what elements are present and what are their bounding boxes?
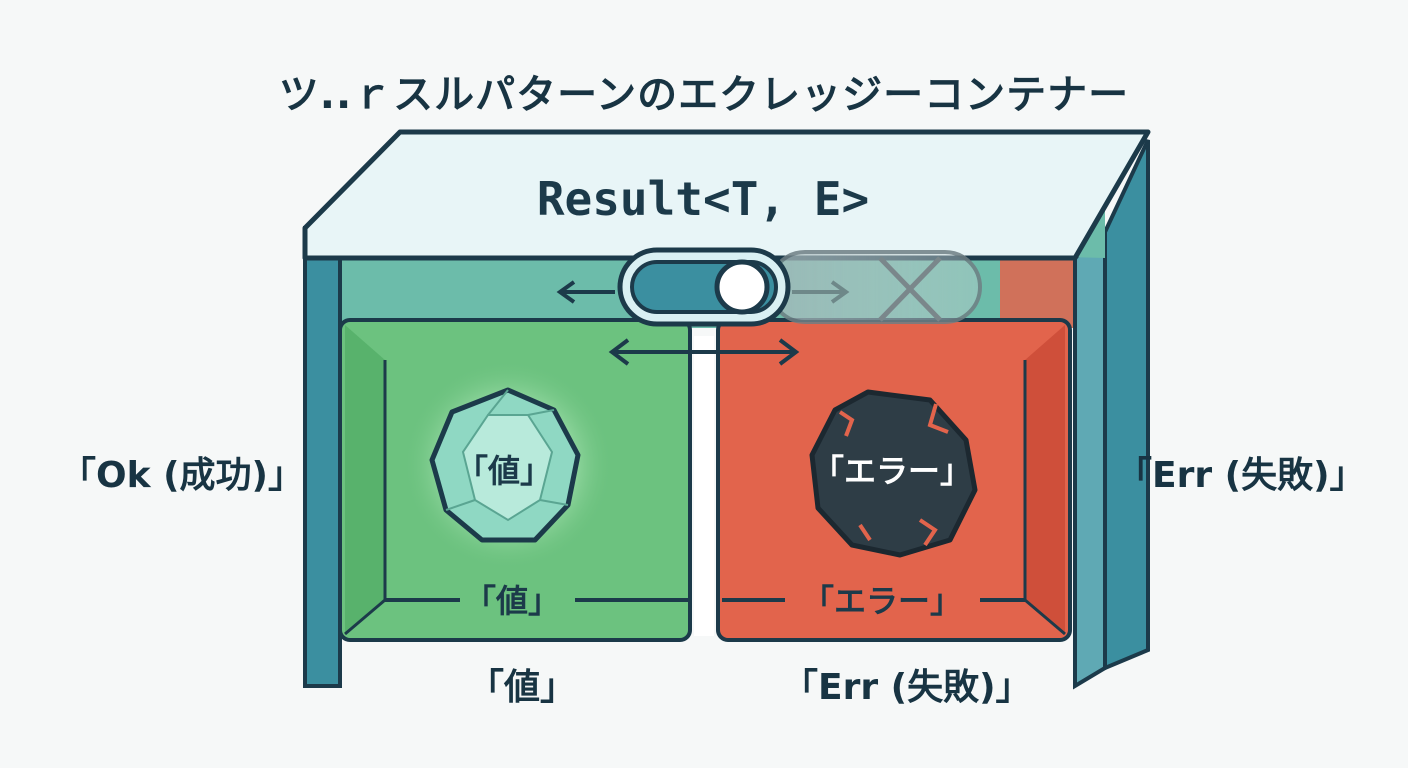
result-type-label: Result<T, E>	[537, 172, 869, 226]
container-lid: Result<T, E>	[302, 129, 1151, 261]
toggle-switch-icon	[617, 247, 791, 327]
left-arrow-icon	[556, 280, 615, 304]
cross-icon	[878, 256, 942, 322]
ok-success-label: 「Ok (成功)」	[60, 455, 304, 496]
diagram-title: ツ..ｒスルパターンのエクレッジーコンテナー	[278, 72, 1130, 118]
gem-icon: 「値」	[429, 387, 581, 543]
ok-bottom-value-label: 「値」	[468, 667, 577, 708]
rock-error-label: 「エラー」	[812, 452, 972, 490]
double-arrow-icon	[608, 338, 800, 366]
gem-value-label: 「値」	[456, 452, 552, 490]
err-floor-label: 「エラー」	[802, 582, 962, 620]
disabled-toggle-icon	[768, 250, 982, 324]
center-divider	[694, 336, 714, 636]
rock-icon: 「エラー」	[809, 389, 978, 558]
err-bottom-label: 「Err (失敗)」	[782, 667, 1032, 708]
err-failure-label: 「Err (失敗)」	[1116, 455, 1366, 496]
ok-floor-label: 「値」	[464, 582, 560, 620]
